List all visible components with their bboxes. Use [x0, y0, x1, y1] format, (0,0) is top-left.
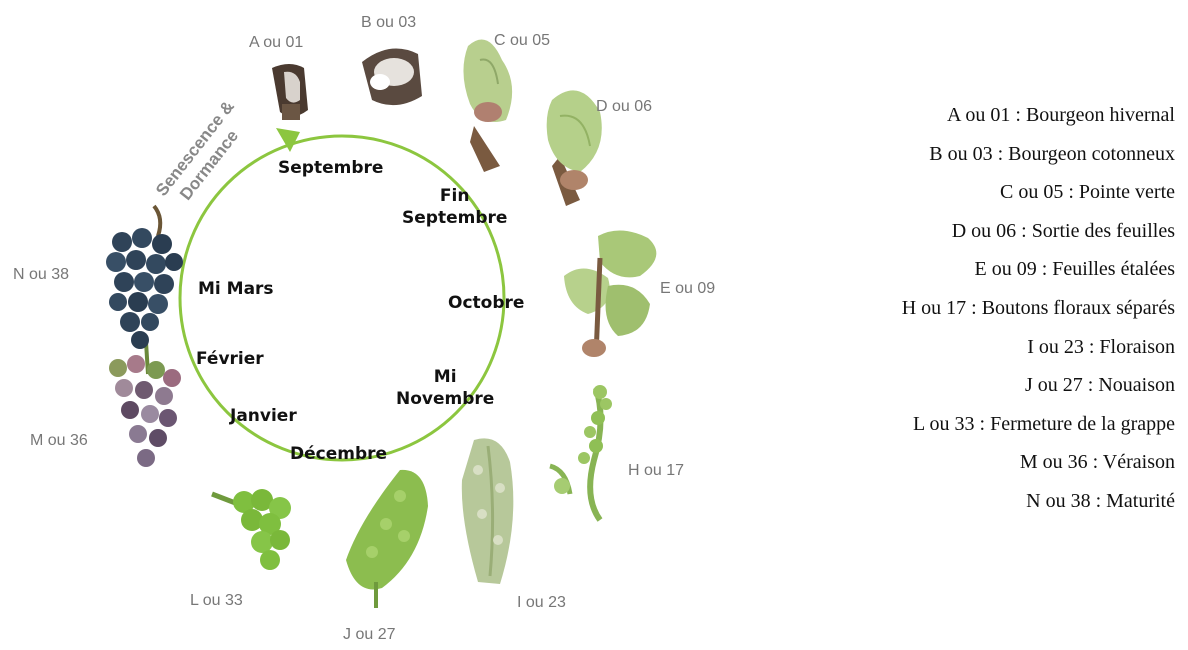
stage-j-illustration	[346, 470, 428, 608]
stage-label-b: B ou 03	[361, 14, 416, 32]
month-mi-mars: Mi Mars	[198, 278, 274, 300]
legend-item-b: B ou 03 : Bourgeon cotonneux	[755, 135, 1175, 174]
stage-label-h: H ou 17	[628, 462, 684, 480]
stage-label-n: N ou 38	[13, 266, 69, 284]
stage-d-illustration	[547, 90, 602, 206]
legend-item-h: H ou 17 : Boutons floraux séparés	[755, 289, 1175, 328]
stage-label-l: L ou 33	[190, 592, 243, 610]
stage-label-m: M ou 36	[30, 432, 88, 450]
stage-i-illustration	[462, 438, 514, 584]
legend-item-d: D ou 06 : Sortie des feuilles	[755, 212, 1175, 251]
month-fevrier: Février	[196, 348, 264, 370]
stage-e-illustration	[564, 230, 656, 357]
growth-cycle-diagram: Senescence & Dormance Septembre Fin Sept…	[0, 0, 760, 646]
stage-c-illustration	[463, 40, 512, 172]
month-mi-novembre: Mi Novembre	[396, 366, 494, 410]
stage-label-e: E ou 09	[660, 280, 715, 298]
legend-item-c: C ou 05 : Pointe verte	[755, 173, 1175, 212]
legend-item-m: M ou 36 : Véraison	[755, 443, 1175, 482]
stage-m-illustration	[109, 342, 181, 467]
legend-item-i: I ou 23 : Floraison	[755, 328, 1175, 367]
month-fin-septembre-line2: Septembre	[402, 207, 507, 229]
stage-n-illustration	[106, 206, 183, 349]
legend-item-e: E ou 09 : Feuilles étalées	[755, 250, 1175, 289]
stage-label-i: I ou 23	[517, 594, 566, 612]
month-janvier: Janvier	[230, 405, 297, 427]
month-fin-septembre: Fin Septembre	[402, 185, 507, 229]
month-mi-novembre-line1: Mi	[396, 366, 494, 388]
stage-h-illustration	[550, 385, 612, 520]
stage-label-j: J ou 27	[343, 626, 395, 644]
stage-label-a: A ou 01	[249, 34, 303, 52]
stage-a-illustration	[272, 64, 308, 120]
month-octobre: Octobre	[448, 292, 524, 314]
stage-label-c: C ou 05	[494, 32, 550, 50]
stage-b-illustration	[362, 49, 422, 106]
month-fin-septembre-line1: Fin	[402, 185, 507, 207]
stage-legend: A ou 01 : Bourgeon hivernal B ou 03 : Bo…	[755, 96, 1175, 521]
month-decembre: Décembre	[290, 443, 387, 465]
month-septembre: Septembre	[278, 157, 383, 179]
legend-item-n: N ou 38 : Maturité	[755, 482, 1175, 521]
month-mi-novembre-line2: Novembre	[396, 388, 494, 410]
stage-label-d: D ou 06	[596, 98, 652, 116]
stage-l-illustration	[212, 489, 291, 570]
growth-cycle-illustration	[0, 0, 760, 646]
legend-item-a: A ou 01 : Bourgeon hivernal	[755, 96, 1175, 135]
legend-item-j: J ou 27 : Nouaison	[755, 366, 1175, 405]
legend-item-l: L ou 33 : Fermeture de la grappe	[755, 405, 1175, 444]
